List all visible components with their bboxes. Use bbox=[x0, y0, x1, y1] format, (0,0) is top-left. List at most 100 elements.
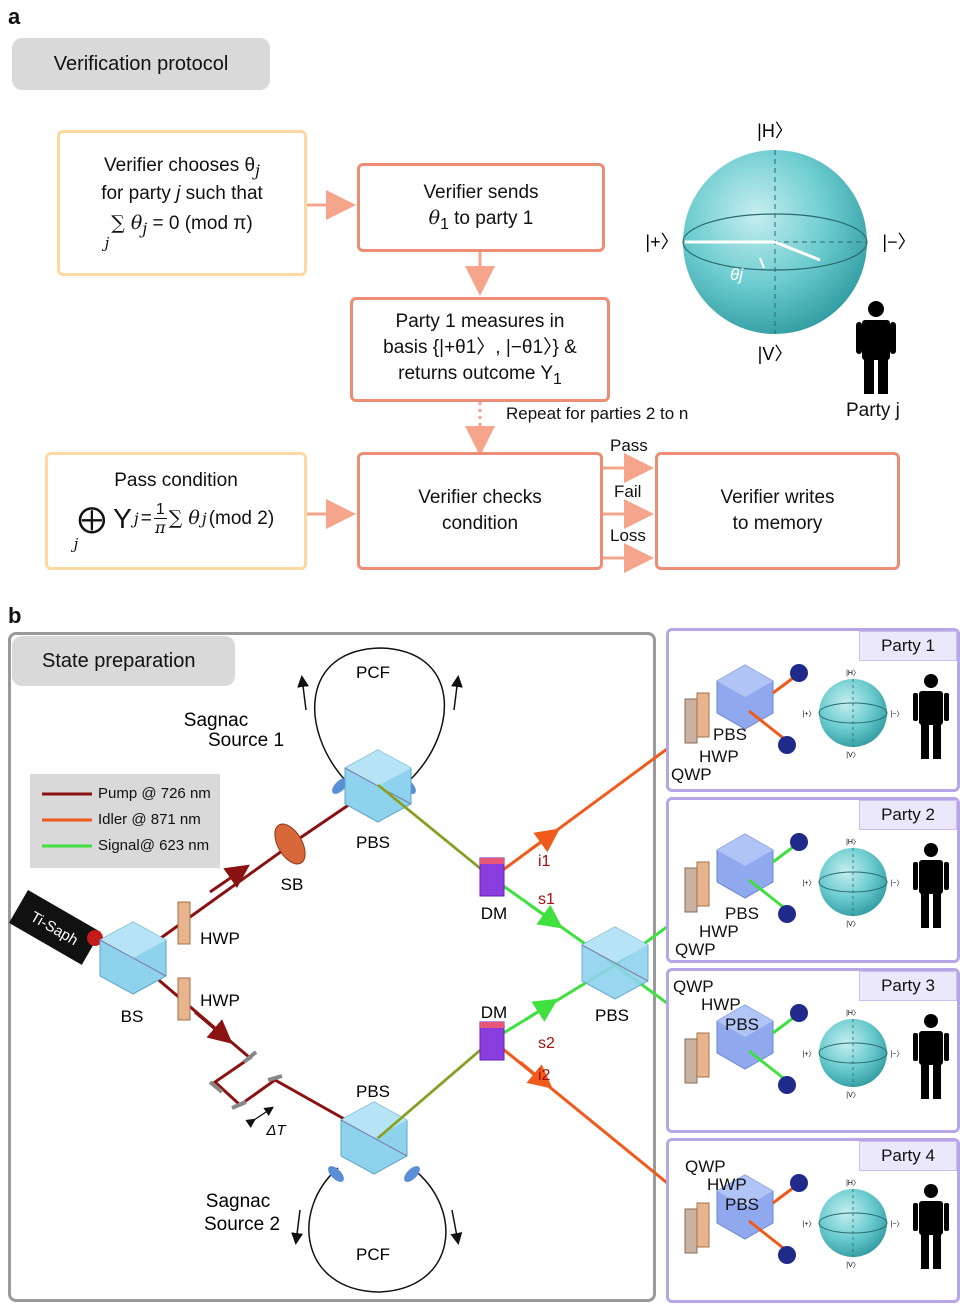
detector-icon bbox=[778, 736, 796, 754]
legend-pump: Pump @ 726 nm bbox=[98, 785, 211, 802]
mini-sphere-plus: |+〉 bbox=[803, 710, 816, 718]
mini-sphere-h: |H〉 bbox=[846, 1009, 860, 1017]
mini-bloch-sphere bbox=[819, 848, 887, 916]
pass-math-sum: ∑ θ bbox=[168, 506, 200, 529]
sb-plate bbox=[274, 823, 306, 865]
panel-a-letter: a bbox=[8, 4, 21, 29]
pbs-center-cube bbox=[581, 926, 649, 1000]
party-optics-3: |H〉|V〉|+〉|−〉 bbox=[684, 1004, 949, 1099]
party-qwp-label: QWP bbox=[673, 977, 714, 996]
party-tag-4: Party 4 bbox=[859, 1141, 957, 1171]
delay-mirror-3 bbox=[231, 1100, 247, 1110]
hwp1-label: HWP bbox=[200, 929, 240, 948]
qwp-plate bbox=[684, 867, 698, 913]
qwp-plate bbox=[684, 1208, 698, 1254]
sphere-label-h: |H〉 bbox=[757, 121, 793, 141]
choose-line1: Verifier chooses θ bbox=[104, 154, 256, 176]
idler-arrow-2 bbox=[519, 1060, 553, 1089]
box-verifier-chooses: Verifier chooses θj for party j such tha… bbox=[57, 130, 307, 276]
pbs-bottom-cube bbox=[340, 1101, 408, 1175]
detector-icon bbox=[790, 664, 808, 682]
sagnac2-arrow-right bbox=[450, 1209, 463, 1245]
hwp2-label: HWP bbox=[200, 991, 240, 1010]
signal-arrow-1 bbox=[529, 903, 563, 929]
sphere-theta-vector bbox=[774, 240, 821, 262]
dm-top-label: DM bbox=[481, 904, 507, 923]
pump-beam-bottom bbox=[132, 956, 379, 1140]
party-optics-2: |H〉|V〉|+〉|−〉 bbox=[684, 833, 949, 928]
mini-sphere-v: |V〉 bbox=[846, 920, 860, 928]
detector-icon bbox=[778, 905, 796, 923]
send-line1: Verifier sends bbox=[423, 182, 539, 204]
sagnac2-mirror-right bbox=[404, 1166, 420, 1182]
sagnac1-label-2: Source 1 bbox=[208, 730, 284, 751]
box-verifier-checks: Verifier checks condition bbox=[357, 452, 603, 570]
optical-setup: Ti-Saph bbox=[9, 647, 691, 1293]
arrow-label-loss: Loss bbox=[610, 526, 646, 545]
sagnac1-mirror-left bbox=[332, 778, 348, 794]
party-tag-1: Party 1 bbox=[859, 631, 957, 661]
pass-index: j bbox=[73, 534, 79, 553]
pass-frac-num: 1 bbox=[153, 500, 167, 520]
mini-bloch-sphere bbox=[819, 1019, 887, 1087]
measure-line3-sub: 1 bbox=[553, 370, 562, 388]
legend-idler: Idler @ 871 nm bbox=[98, 811, 201, 828]
bs-label: BS bbox=[121, 1007, 144, 1026]
sb-label: SB bbox=[281, 875, 304, 894]
mini-sphere-v: |V〉 bbox=[846, 1091, 860, 1099]
mini-bloch-sphere bbox=[819, 679, 887, 747]
write-line2: to memory bbox=[732, 513, 823, 534]
write-line1: Verifier writes bbox=[720, 487, 835, 509]
choose-math-rest: = 0 (mod π) bbox=[147, 212, 253, 234]
detector-icon bbox=[790, 1004, 808, 1022]
pump-arrow-bottom bbox=[194, 1010, 233, 1044]
repeat-label: Repeat for parties 2 to n bbox=[506, 404, 689, 423]
mini-sphere-plus: |+〉 bbox=[803, 1050, 816, 1058]
party-hwp-label: HWP bbox=[699, 747, 739, 766]
signal-arrow-2 bbox=[524, 998, 559, 1022]
party-pbs-label: PBS bbox=[713, 725, 748, 744]
pass-line1: Pass condition bbox=[114, 470, 238, 492]
ti-saph-laser: Ti-Saph bbox=[9, 890, 101, 965]
hwp-top bbox=[177, 901, 191, 945]
mini-sphere-h: |H〉 bbox=[846, 838, 860, 846]
qwp-plate bbox=[684, 1038, 698, 1084]
sagnac2-label-2: Source 2 bbox=[204, 1214, 280, 1235]
box-verifier-sends: Verifier sends θ1 to party 1 bbox=[357, 163, 605, 252]
send-line2-rest: to party 1 bbox=[448, 207, 534, 229]
delay-mirror-1 bbox=[242, 1050, 258, 1064]
party-tag-2: Party 2 bbox=[859, 800, 957, 830]
choose-sum-index: j bbox=[104, 233, 110, 252]
legend-signal: Signal@ 623 nm bbox=[98, 837, 210, 854]
sagnac2-mirror-left bbox=[328, 1166, 344, 1182]
pbs-center-label: PBS bbox=[595, 1006, 629, 1025]
dm-bottom-label: DM bbox=[481, 1003, 507, 1022]
mini-sphere-h: |H〉 bbox=[846, 669, 860, 677]
pass-math: ⨁ Y bbox=[77, 502, 132, 534]
party-optics-1: |H〉|V〉|+〉|−〉 bbox=[684, 664, 949, 759]
mini-sphere-minus: |−〉 bbox=[891, 879, 904, 887]
send-theta: θ bbox=[428, 206, 441, 229]
pbs-bottom-label: PBS bbox=[356, 1082, 390, 1101]
sagnac2-label-1: Sagnac bbox=[206, 1191, 270, 1212]
choose-line2a: for party bbox=[101, 183, 177, 205]
dm-top bbox=[479, 857, 505, 897]
i2-label: i2 bbox=[538, 1067, 551, 1084]
sagnac1-loop bbox=[313, 647, 446, 781]
sphere-label-theta: θj bbox=[730, 265, 744, 284]
arrow-label-fail: Fail bbox=[614, 482, 642, 501]
idler-beam-1 bbox=[491, 730, 691, 880]
detector-icon bbox=[790, 833, 808, 851]
choose-math: ∑ θ bbox=[111, 211, 143, 234]
party-qwp-label: QWP bbox=[675, 940, 716, 959]
party-j-label: Party j bbox=[846, 400, 900, 421]
sphere-label-v: |V〉 bbox=[758, 344, 793, 364]
delay-mirror-4 bbox=[267, 1074, 283, 1082]
pump-arrow-top bbox=[209, 864, 250, 894]
sagnac1-arrow-right bbox=[450, 675, 463, 711]
s2-label: s2 bbox=[538, 1035, 555, 1052]
hwp-plate bbox=[696, 1202, 710, 1248]
